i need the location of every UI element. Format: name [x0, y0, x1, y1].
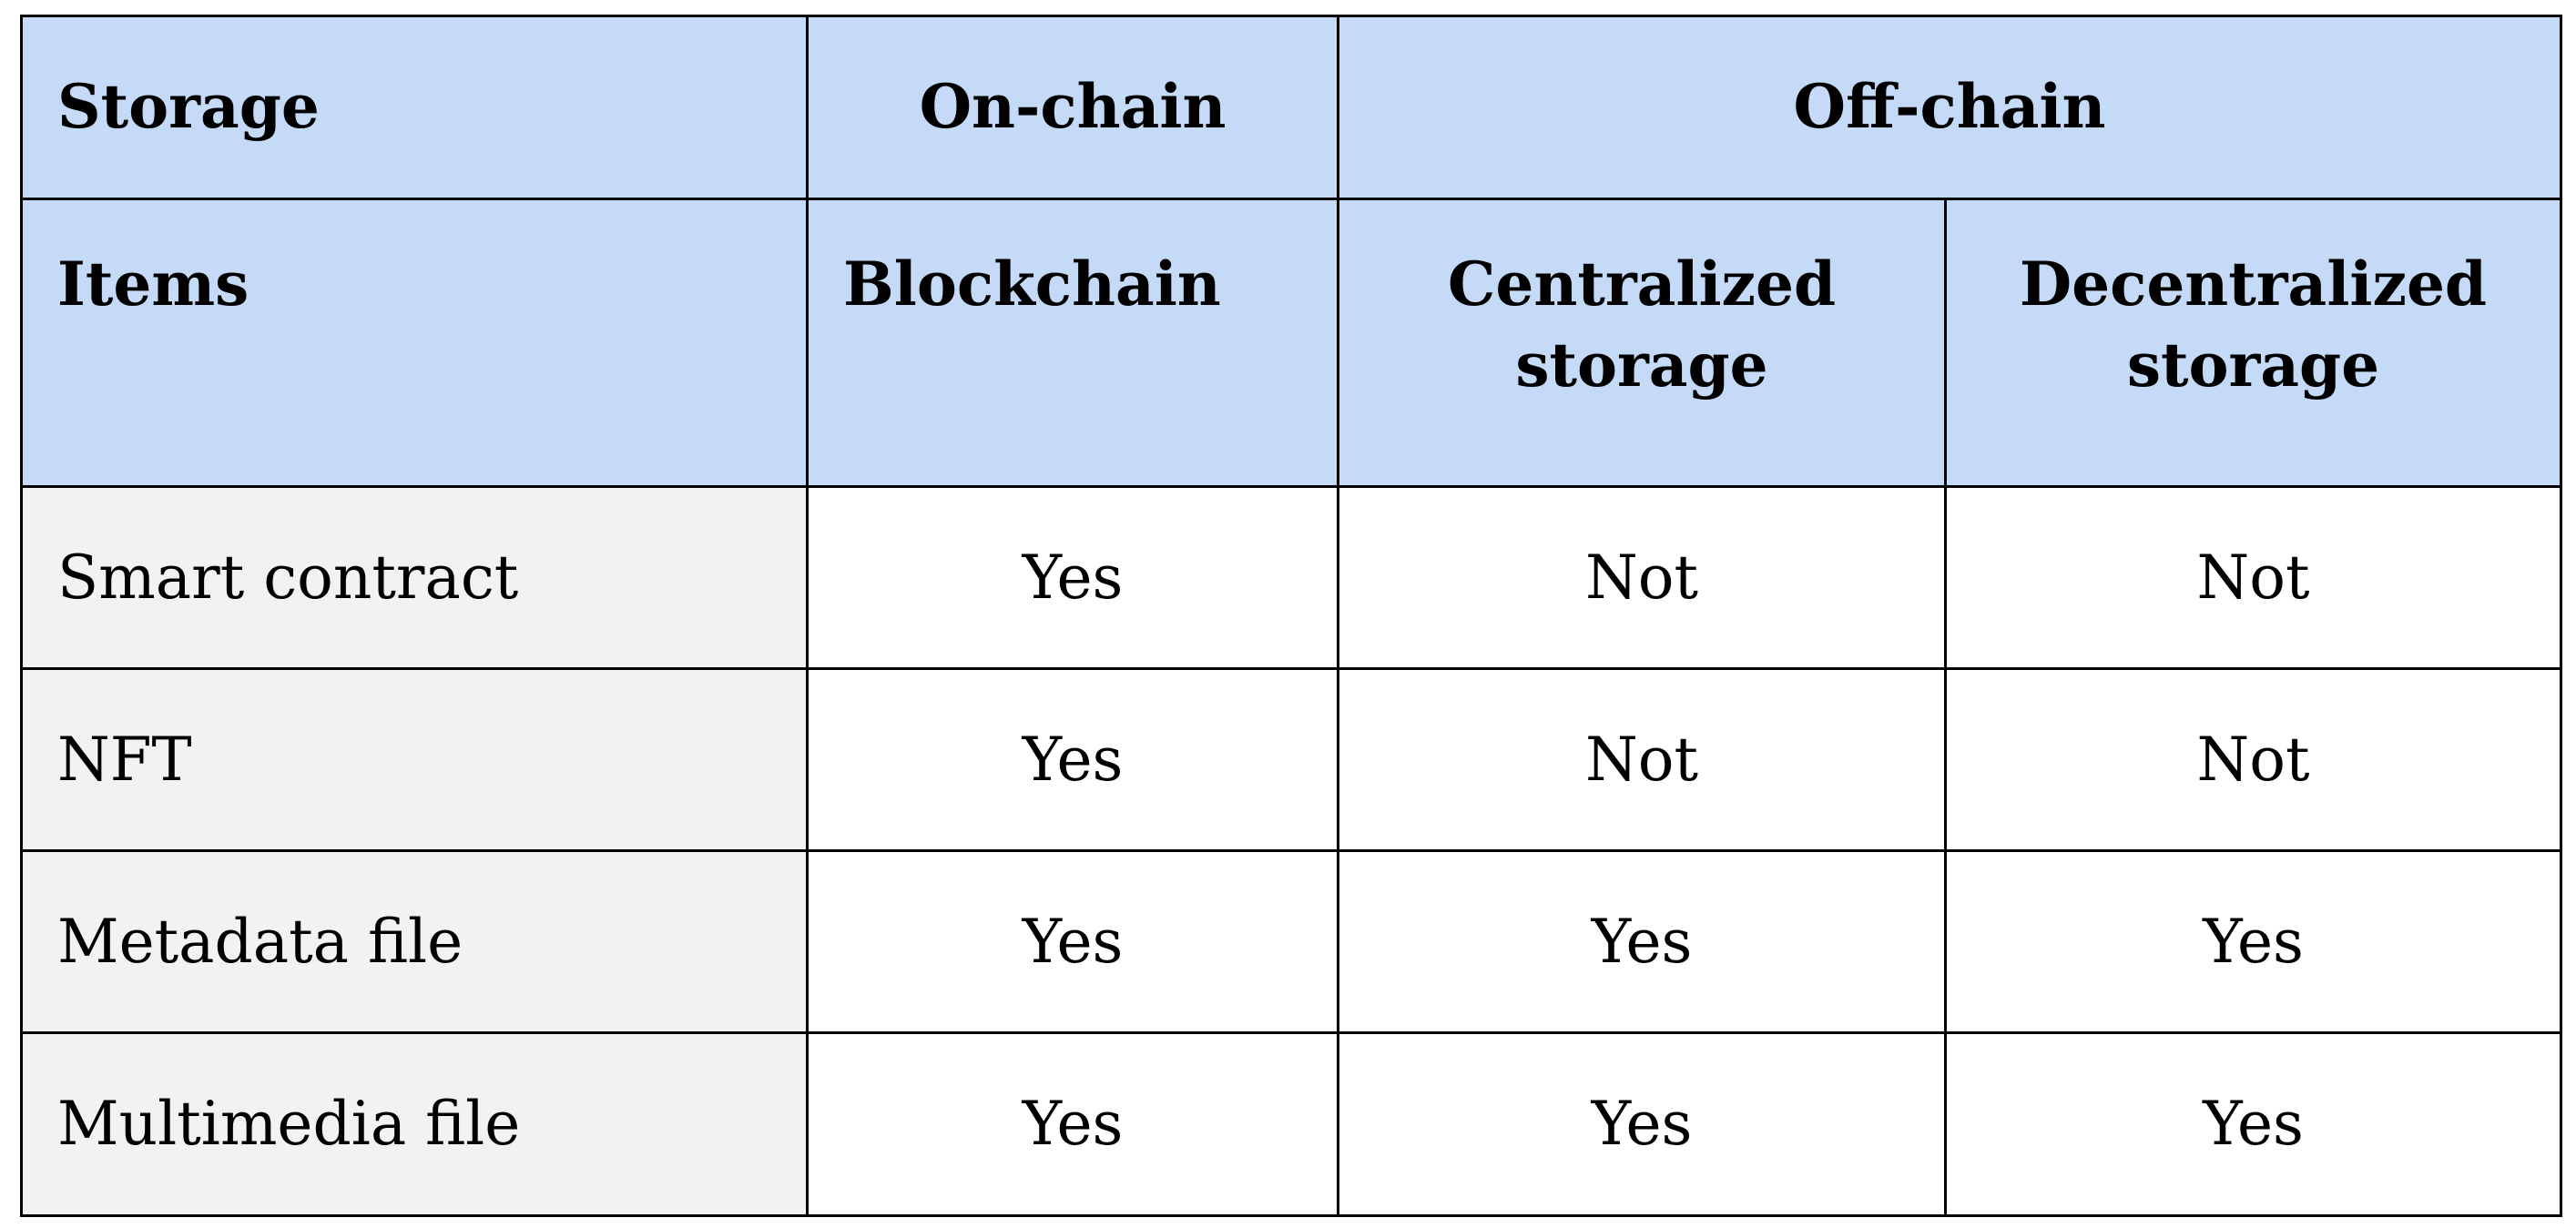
- cell-decentralized: Not: [1944, 485, 2562, 670]
- cell-centralized: Yes: [1337, 1031, 1947, 1217]
- row-label-metadata-file: Metadata file: [20, 849, 809, 1034]
- table-row: Metadata file Yes Yes Yes: [20, 849, 2562, 1034]
- header-centralized-storage: Centralized storage: [1337, 198, 1947, 488]
- cell-centralized: Not: [1337, 667, 1947, 852]
- row-label-multimedia-file: Multimedia file: [20, 1031, 809, 1217]
- cell-blockchain: Yes: [806, 485, 1339, 670]
- header-row-items: Items Blockchain Centralized storage Dec…: [20, 198, 2562, 488]
- header-decentralized-line1: Decentralized: [2019, 249, 2488, 320]
- header-decentralized-storage: Decentralized storage: [1944, 198, 2562, 488]
- header-storage: Storage: [20, 15, 809, 200]
- header-items: Items: [20, 198, 809, 488]
- cell-decentralized: Yes: [1944, 849, 2562, 1034]
- storage-comparison-table-container: Storage On-chain Off-chain Items Blockch…: [20, 15, 2562, 1217]
- cell-decentralized: Yes: [1944, 1031, 2562, 1217]
- table-row: Smart contract Yes Not Not: [20, 485, 2562, 670]
- cell-blockchain: Yes: [806, 1031, 1339, 1217]
- storage-comparison-table: Storage On-chain Off-chain Items Blockch…: [20, 15, 2562, 1217]
- header-blockchain: Blockchain: [806, 198, 1339, 488]
- header-off-chain: Off-chain: [1337, 15, 2562, 200]
- row-label-nft: NFT: [20, 667, 809, 852]
- row-label-smart-contract: Smart contract: [20, 485, 809, 670]
- cell-centralized: Not: [1337, 485, 1947, 670]
- cell-blockchain: Yes: [806, 667, 1339, 852]
- cell-blockchain: Yes: [806, 849, 1339, 1034]
- header-centralized-line1: Centralized: [1447, 249, 1837, 320]
- cell-centralized: Yes: [1337, 849, 1947, 1034]
- table-row: Multimedia file Yes Yes Yes: [20, 1031, 2562, 1217]
- cell-decentralized: Not: [1944, 667, 2562, 852]
- table-row: NFT Yes Not Not: [20, 667, 2562, 852]
- header-row-storage: Storage On-chain Off-chain: [20, 15, 2562, 200]
- header-decentralized-line2: storage: [2126, 330, 2380, 401]
- header-centralized-line2: storage: [1515, 330, 1768, 401]
- header-on-chain: On-chain: [806, 15, 1339, 200]
